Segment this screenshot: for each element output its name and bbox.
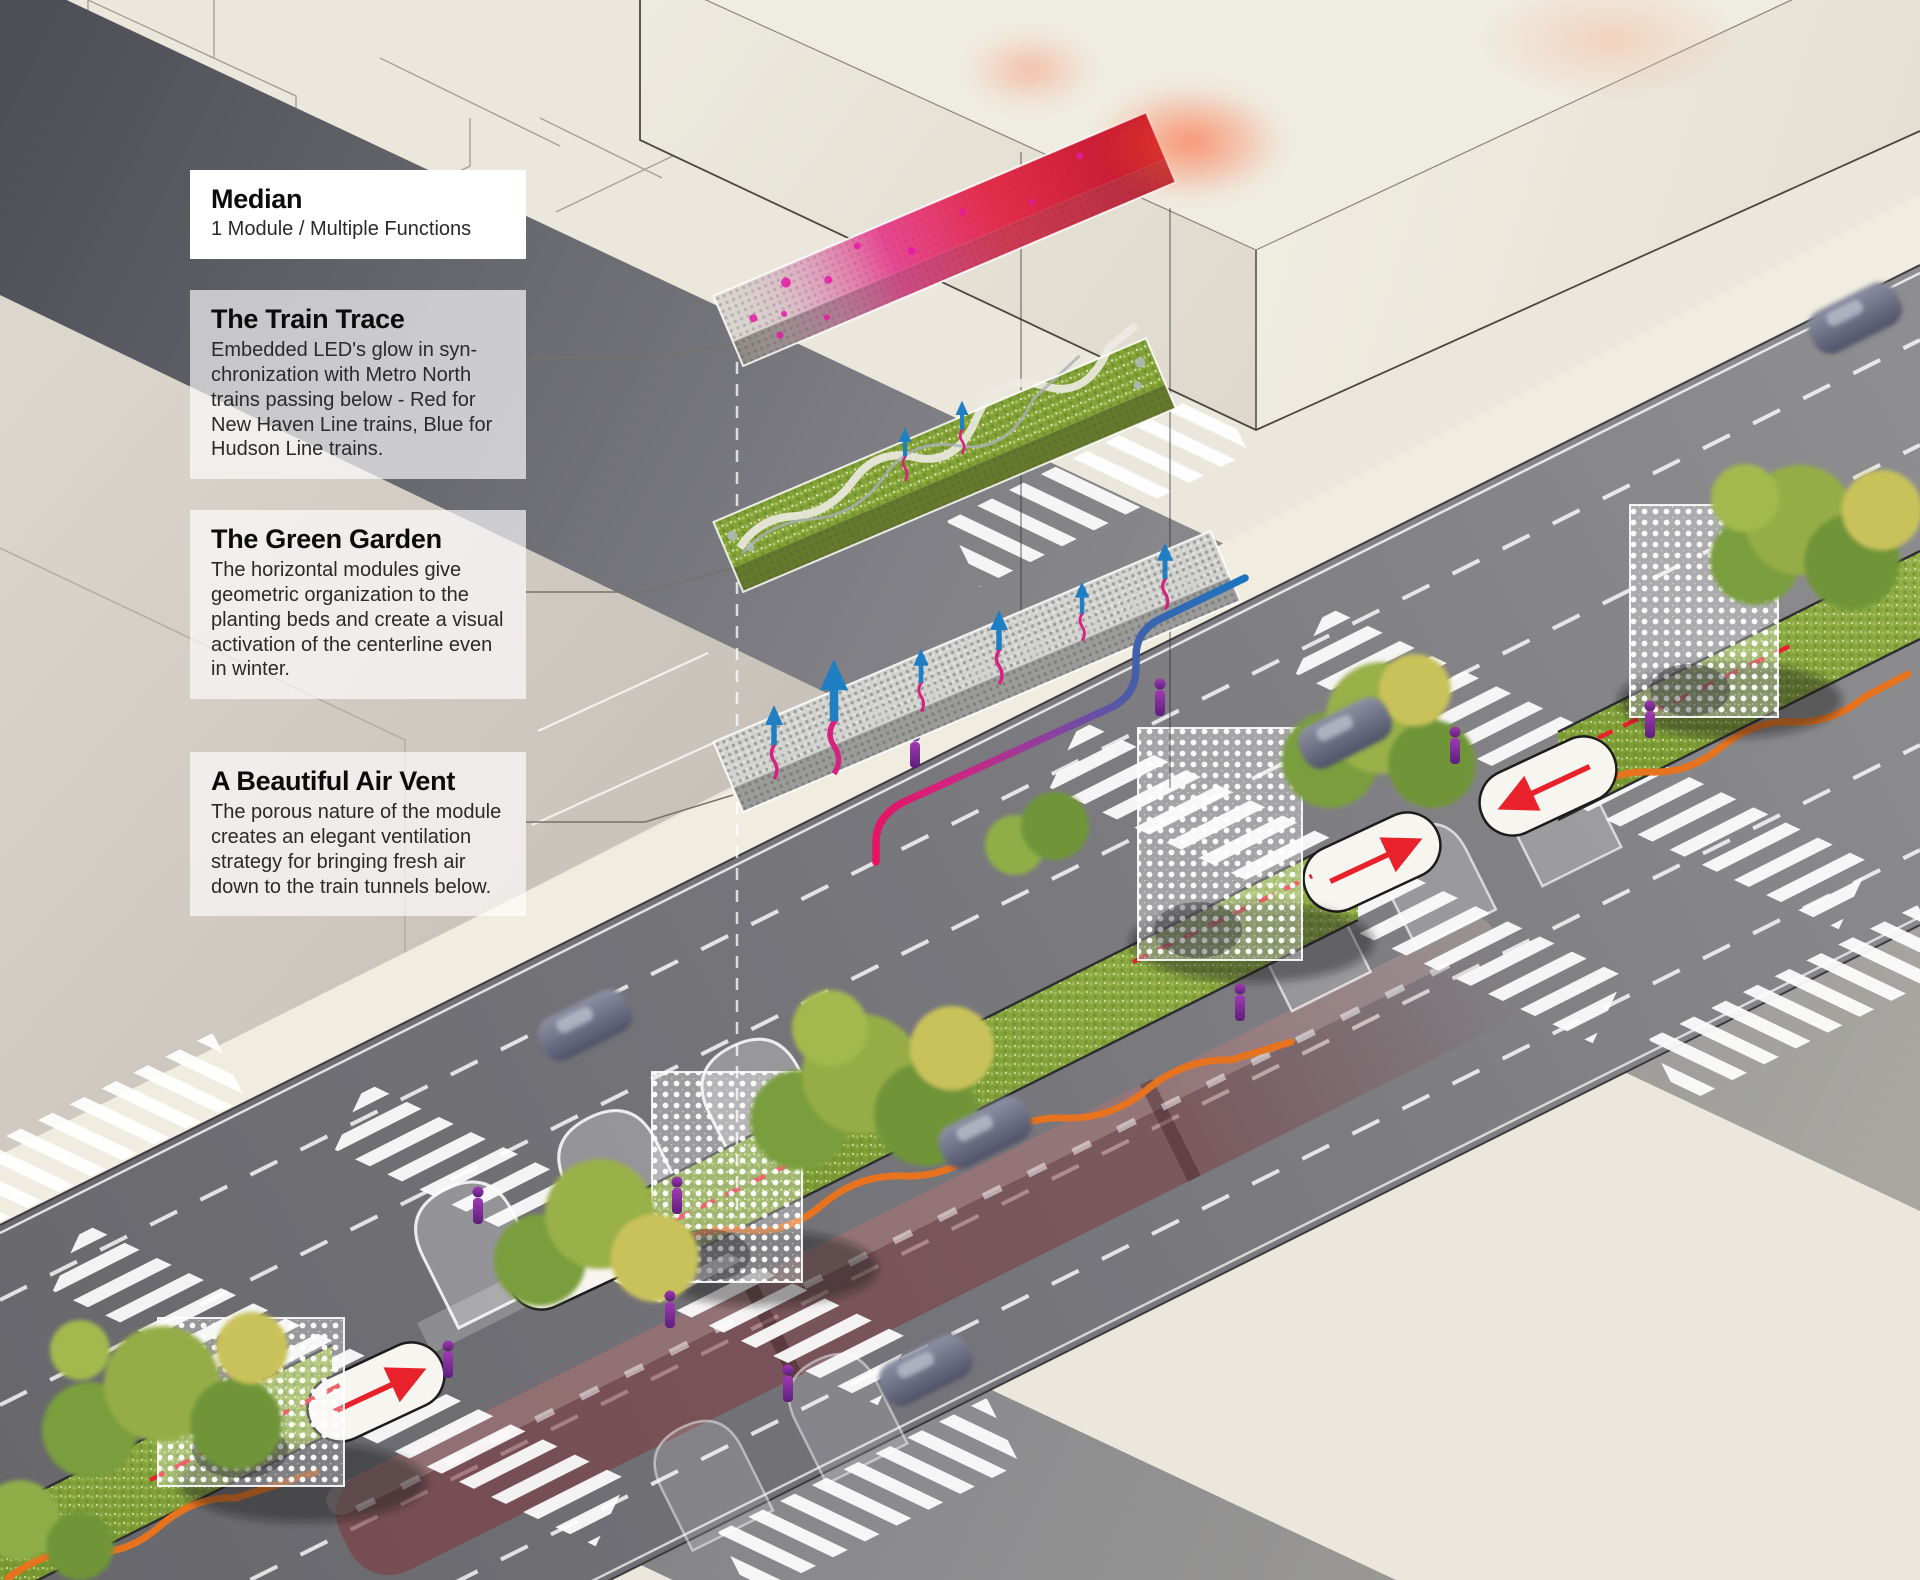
red-arrow-icon — [1497, 764, 1591, 811]
annotation-median-subtitle: 1 Module / Multiple Functions — [211, 218, 472, 241]
red-arrow-icon — [333, 1367, 427, 1414]
annotation-train-trace-body: Embedded LED's glow in syn-chronization … — [211, 339, 493, 461]
annotation-air-vent: A Beautiful Air Vent The porous nature o… — [190, 752, 526, 917]
led-sparkle-dots — [749, 152, 1084, 339]
annotation-green-garden: The Green Garden The horizontal modules … — [190, 510, 526, 700]
cars — [537, 282, 1903, 1406]
led-glow — [1095, 84, 1285, 200]
annotation-green-garden-title: The Green Garden — [211, 524, 442, 554]
green-garden-strip — [712, 322, 1178, 594]
annotation-train-trace: The Train Trace Embedded LED's glow in s… — [190, 290, 526, 480]
annotation-median-title: Median — [211, 184, 303, 214]
porous-air-vent-strip — [712, 529, 1242, 814]
air-flow-arrows — [765, 400, 1174, 780]
leader-lines — [526, 344, 734, 823]
tunnel-arches-lower-2 — [653, 1352, 909, 1553]
porous-cube-mid-upper — [1137, 727, 1303, 961]
annotation-green-garden-body: The horizontal modules give geometric or… — [211, 559, 504, 681]
annotation-air-vent-body: The porous nature of the module creates … — [211, 801, 502, 898]
garden-white-path — [736, 322, 1139, 551]
annotation-air-vent-title: A Beautiful Air Vent — [211, 766, 456, 796]
porous-cube-upper — [1629, 504, 1779, 718]
annotation-median: Median 1 Module / Multiple Functions — [190, 170, 526, 259]
median-nose-sw-upper — [1302, 811, 1442, 913]
led-train-trace-strip — [712, 111, 1178, 368]
train-trace-curve — [872, 574, 1249, 866]
red-arrow-icon — [1329, 837, 1423, 884]
median-nose-ne-upper — [1478, 735, 1618, 837]
pedestrians — [442, 678, 1656, 1402]
led-glow-2 — [965, 30, 1095, 110]
annotation-train-trace-title: The Train Trace — [211, 304, 405, 334]
